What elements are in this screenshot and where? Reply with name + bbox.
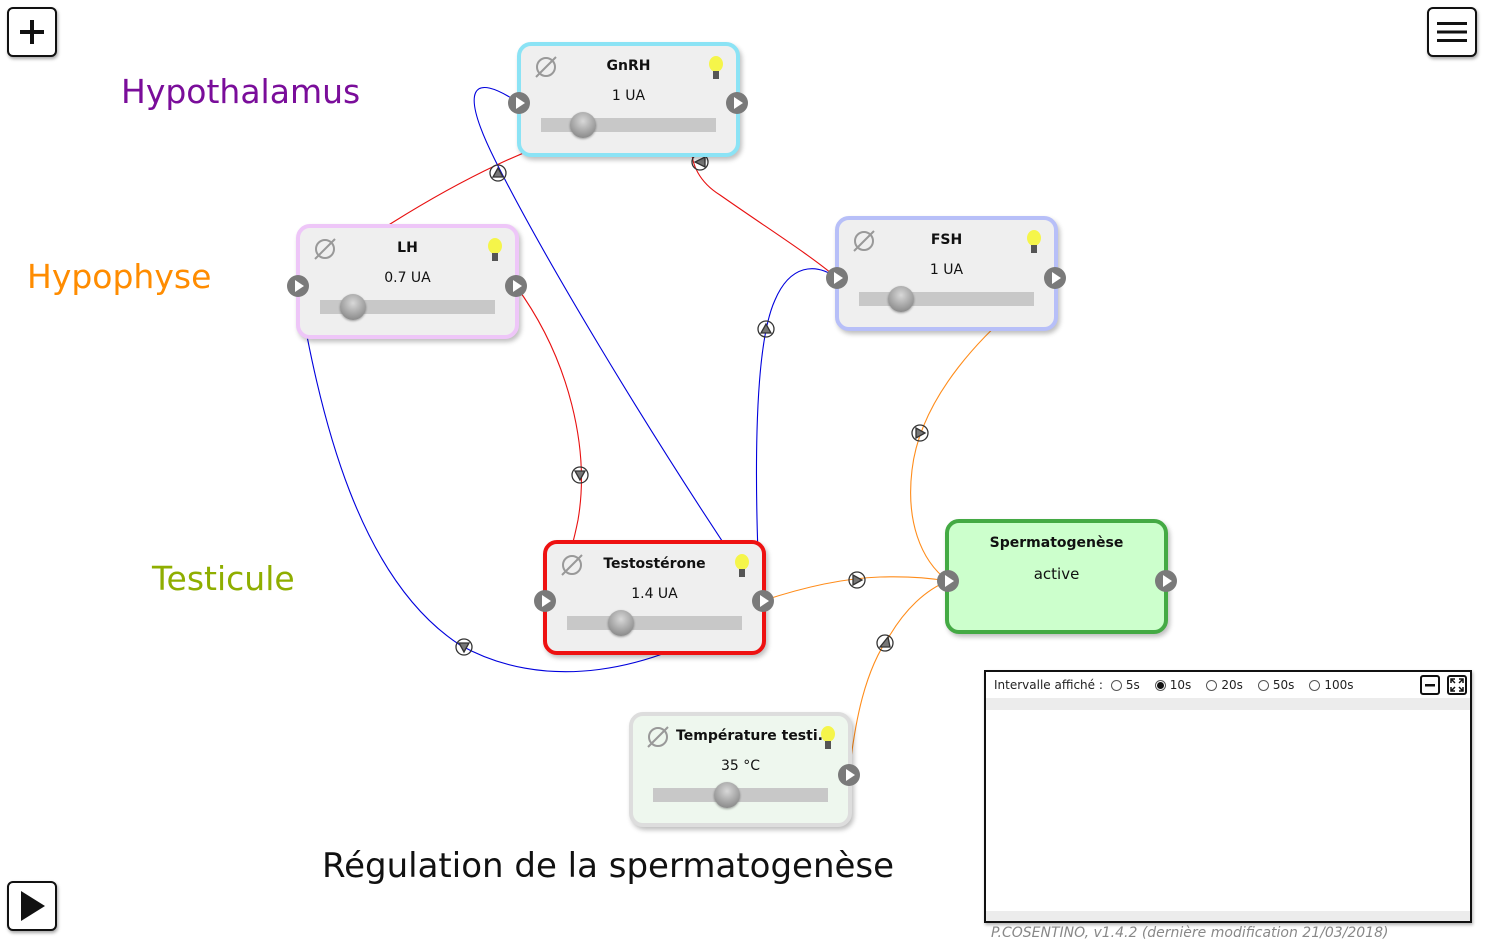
link-temperature-spermatogenese[interactable] [848,580,949,776]
node-value: 1.4 UA [631,586,678,602]
graph-panel-header: Intervalle affiché : 5s 10s 20s 50s 100s [986,672,1470,698]
empty-set-icon[interactable] [851,228,877,254]
node-lh-input-port[interactable] [287,275,309,297]
node-testosterone-input-port[interactable] [534,590,556,612]
link-marker[interactable] [455,638,473,656]
fullscreen-button[interactable] [1447,675,1467,695]
footer-credit: P.COSENTINO, v1.4.2 (dernière modificati… [991,925,1389,941]
node-title: GnRH [606,58,651,74]
lightbulb-icon[interactable] [734,554,750,580]
menu-button[interactable] [1427,7,1477,57]
interval-label: Intervalle affiché : [994,678,1103,692]
link-testosterone-fsh[interactable] [755,268,838,602]
radio-button[interactable] [1110,679,1122,691]
interval-option-20s[interactable]: 20s [1206,678,1243,692]
link-marker[interactable] [757,320,775,338]
link-marker[interactable] [571,466,589,484]
lightbulb-icon[interactable] [1026,230,1042,256]
node-testosterone-output-port[interactable] [752,590,774,612]
node-value: 0.7 UA [384,270,431,286]
node-title: LH [397,240,418,256]
node-value: 1 UA [611,88,646,104]
node-value: 35 °C [720,758,761,774]
slider-thumb[interactable] [340,294,367,320]
node-lh[interactable]: LH 0.7 UA [296,224,519,339]
node-temperature[interactable]: Température testi. 35 °C [629,712,852,827]
node-gnrh-output-port[interactable] [726,92,748,114]
link-marker[interactable] [911,424,929,442]
node-slider[interactable] [320,294,495,320]
interval-option-10s[interactable]: 10s [1154,678,1192,692]
node-fsh[interactable]: FSH 1 UA [835,216,1058,331]
node-value: 1 UA [929,262,964,278]
radio-button[interactable] [1309,679,1321,691]
fullscreen-icon [1450,678,1464,692]
empty-set-icon[interactable] [533,54,559,80]
slider-thumb[interactable] [713,782,740,808]
empty-set-icon[interactable] [645,724,671,750]
region-label-testicule: Testicule [152,559,295,598]
hamburger-menu-icon [1437,22,1467,42]
node-temperature-output-port[interactable] [838,764,860,786]
node-gnrh[interactable]: GnRH 1 UA [517,42,740,157]
empty-set-icon[interactable] [312,236,338,262]
radio-label: 20s [1221,678,1243,692]
lightbulb-icon[interactable] [820,726,836,752]
region-label-hypothalamus: Hypothalamus [121,72,361,111]
play-icon [21,891,45,921]
node-fsh-input-port[interactable] [826,267,848,289]
slider-thumb[interactable] [608,610,635,636]
node-slider[interactable] [567,610,742,636]
node-spermatogenese[interactable]: Spermatogenèse active [945,519,1168,634]
radio-label: 100s [1324,678,1354,692]
node-title: FSH [930,232,963,248]
node-lh-output-port[interactable] [505,275,527,297]
radio-button[interactable] [1257,679,1269,691]
radio-label: 50s [1272,678,1295,692]
link-testosterone-spermatogenese[interactable] [761,576,949,602]
graph-bottom-bar [986,911,1470,921]
lightbulb-icon[interactable] [708,56,724,82]
graph-top-bar [986,698,1470,710]
node-title: Testostérone [603,556,706,572]
node-fsh-output-port[interactable] [1044,267,1066,289]
link-testosterone-gnrh[interactable] [473,86,763,602]
radio-button[interactable] [1154,679,1166,691]
minimize-button[interactable] [1420,675,1440,695]
link-marker[interactable] [489,164,507,182]
link-marker[interactable] [848,571,866,589]
node-gnrh-input-port[interactable] [508,92,530,114]
node-spermatogenese-output-port[interactable] [1155,570,1177,592]
slider-thumb[interactable] [570,112,596,138]
node-title: Spermatogenèse [989,535,1124,551]
radio-label: 5s [1125,678,1140,692]
slider-thumb[interactable] [888,286,914,312]
node-slider[interactable] [653,782,828,808]
empty-set-icon[interactable] [559,552,585,578]
play-button[interactable] [7,881,57,931]
radio-label: 10s [1169,678,1192,692]
page-title: Régulation de la spermatogenèse [322,846,895,886]
link-marker[interactable] [876,634,894,652]
node-slider[interactable] [541,112,716,138]
graph-panel: Intervalle affiché : 5s 10s 20s 50s 100s [984,670,1472,923]
node-state: active [1033,565,1080,583]
lightbulb-icon[interactable] [487,238,503,264]
node-spermatogenese-input-port[interactable] [937,570,959,592]
interval-option-50s[interactable]: 50s [1257,678,1295,692]
interval-option-5s[interactable]: 5s [1110,678,1140,692]
region-label-hypophyse: Hypophyse [27,257,212,296]
radio-button[interactable] [1206,679,1218,691]
plus-icon [20,20,44,44]
node-title: Température testi. [676,728,823,744]
interval-option-100s[interactable]: 100s [1309,678,1354,692]
node-slider[interactable] [859,286,1034,312]
node-testosterone[interactable]: Testostérone 1.4 UA [543,540,766,655]
minimize-icon [1425,684,1435,687]
add-button[interactable] [7,7,57,57]
